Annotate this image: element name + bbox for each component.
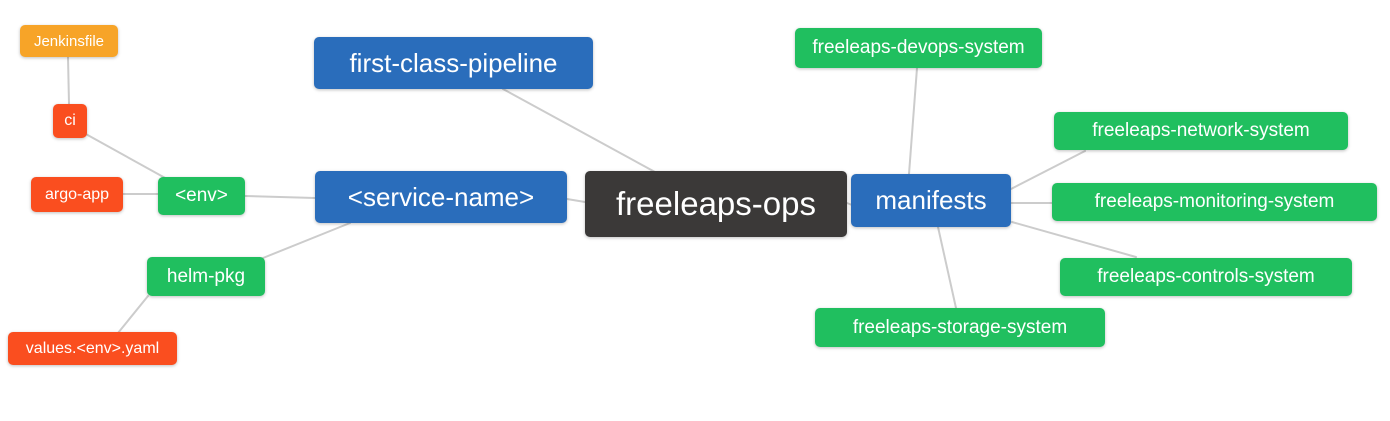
- edge-service-name-helm-pkg: [262, 222, 351, 259]
- node-freeleaps-ops[interactable]: freeleaps-ops: [585, 171, 847, 237]
- node-network-system[interactable]: freeleaps-network-system: [1054, 112, 1348, 150]
- edge-manifests-network: [1010, 150, 1086, 190]
- edge-first-class-pipeline-freeleaps-ops: [502, 88, 656, 173]
- edge-manifests-storage: [937, 226, 957, 309]
- node-controls-system[interactable]: freeleaps-controls-system: [1060, 258, 1352, 296]
- node-argo-app[interactable]: argo-app: [31, 177, 123, 212]
- node-service-name[interactable]: <service-name>: [315, 171, 567, 223]
- edge-manifests-devops: [908, 67, 918, 175]
- edge-service-name-freeleaps-ops: [566, 198, 586, 203]
- node-monitoring-system[interactable]: freeleaps-monitoring-system: [1052, 183, 1377, 221]
- node-values-env-yaml[interactable]: values.<env>.yaml: [8, 332, 177, 365]
- edge-ci-env: [83, 132, 168, 180]
- node-first-class-pipeline[interactable]: first-class-pipeline: [314, 37, 593, 89]
- node-devops-system[interactable]: freeleaps-devops-system: [795, 28, 1042, 68]
- node-manifests[interactable]: manifests: [851, 174, 1011, 227]
- edge-helm-pkg-values: [117, 295, 149, 334]
- edge-env-service-name: [244, 195, 316, 199]
- node-jenkinsfile[interactable]: Jenkinsfile: [20, 25, 118, 57]
- edge-manifests-controls: [1011, 221, 1137, 258]
- node-helm-pkg[interactable]: helm-pkg: [147, 257, 265, 296]
- node-storage-system[interactable]: freeleaps-storage-system: [815, 308, 1105, 347]
- node-ci[interactable]: ci: [53, 104, 87, 138]
- node-env[interactable]: <env>: [158, 177, 245, 215]
- edge-jenkinsfile-ci: [67, 56, 70, 105]
